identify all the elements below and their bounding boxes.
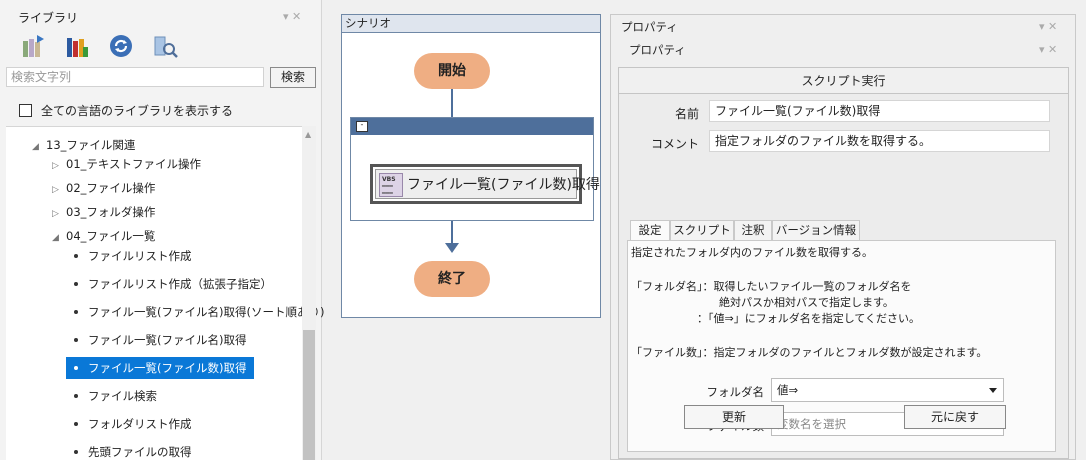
- tree-leaf-item[interactable]: ファイル一覧(ファイル名)取得(ソート順あり): [74, 303, 324, 321]
- bullet-icon: [74, 309, 78, 314]
- description-line: 絶対パスか相対パスで指定します。: [631, 296, 894, 309]
- tree-leaf-item[interactable]: ファイル一覧(ファイル名)取得: [74, 331, 246, 349]
- search-library-icon[interactable]: [152, 33, 178, 59]
- properties-header: スクリプト実行: [619, 68, 1068, 94]
- tree-leaf-item[interactable]: ファイル検索: [74, 387, 157, 405]
- library-import-icon[interactable]: [20, 33, 46, 59]
- folder-name-label: フォルダ名: [706, 385, 765, 399]
- end-node[interactable]: 終了: [414, 261, 490, 297]
- group-block[interactable]: - VBS━━━━━━ ファイル一覧(ファイル数)取得: [350, 117, 600, 221]
- name-field[interactable]: ファイル一覧(ファイル数)取得: [709, 100, 1050, 122]
- properties-inner-title: プロパティ: [629, 43, 686, 57]
- start-node[interactable]: 開始: [414, 53, 490, 89]
- update-button[interactable]: 更新: [684, 405, 784, 429]
- panel-menu-icon[interactable]: ▾ ✕: [1039, 43, 1058, 56]
- flow-connector: [451, 89, 453, 117]
- search-input[interactable]: [6, 67, 264, 87]
- flow-connector: [451, 221, 453, 245]
- refresh-icon[interactable]: [108, 33, 134, 59]
- collapsed-arrow-icon: ▷: [52, 161, 59, 171]
- chevron-down-icon: [989, 388, 997, 393]
- library-panel: ライブラリ ▾ ✕ 検索 全ての言語のライブラリを表示する ◢13_ファイル関連…: [0, 0, 324, 460]
- bullet-icon: [74, 449, 78, 454]
- tree-node-folder[interactable]: ▷01_テキストファイル操作: [52, 155, 201, 175]
- tree-scrollbar-thumb[interactable]: [303, 330, 315, 460]
- tab-settings[interactable]: 設定: [630, 220, 670, 241]
- tab-annotation[interactable]: 注釈: [734, 220, 772, 240]
- flow-arrow-icon: [445, 243, 459, 253]
- bullet-icon: [74, 393, 78, 398]
- file-count-placeholder: 変数名を選択: [777, 417, 846, 431]
- scroll-up-arrow-icon[interactable]: ▲: [305, 130, 312, 139]
- bullet-icon: [74, 421, 78, 426]
- properties-body: スクリプト実行 名前 ファイル一覧(ファイル数)取得 コメント 指定フォルダのフ…: [618, 67, 1069, 459]
- script-step-inner: VBS━━━━━━ ファイル一覧(ファイル数)取得: [375, 169, 600, 199]
- panel-menu-icon[interactable]: ▾ ✕: [1039, 20, 1058, 33]
- bullet-icon: [74, 337, 78, 342]
- tree-leaf-item[interactable]: ファイルリスト作成（拡張子指定）: [74, 275, 272, 293]
- search-button[interactable]: 検索: [270, 67, 316, 88]
- folder-name-value: 値⇒: [777, 383, 799, 397]
- properties-panel: プロパティ ▾ ✕ プロパティ ▾ ✕ スクリプト実行 名前 ファイル一覧(ファ…: [610, 14, 1076, 460]
- tab-script[interactable]: スクリプト: [670, 220, 734, 240]
- tree-node-folder[interactable]: ▷02_ファイル操作: [52, 179, 155, 199]
- library-books-icon[interactable]: [64, 33, 90, 59]
- bullet-icon: [74, 365, 78, 370]
- script-step-node[interactable]: VBS━━━━━━ ファイル一覧(ファイル数)取得: [370, 164, 600, 204]
- tree-node-root[interactable]: ◢13_ファイル関連: [32, 136, 135, 156]
- vbs-tag: VBS: [382, 176, 396, 183]
- panel-menu-icon[interactable]: ▾ ✕: [283, 10, 302, 23]
- expanded-arrow-icon: ◢: [52, 233, 59, 243]
- tree-node-folder[interactable]: ▷03_フォルダ操作: [52, 203, 155, 223]
- collapse-icon[interactable]: -: [356, 121, 368, 132]
- expanded-arrow-icon: ◢: [32, 142, 39, 152]
- scenario-title: シナリオ: [342, 15, 600, 33]
- scenario-panel: シナリオ 開始 - VBS━━━━━━ ファイル一覧(ファイル数)取得 終了: [341, 14, 601, 318]
- group-header: -: [351, 118, 593, 135]
- comment-field[interactable]: 指定フォルダのファイル数を取得する。: [709, 130, 1050, 152]
- all-languages-label: 全ての言語のライブラリを表示する: [41, 104, 234, 118]
- bullet-icon: [74, 281, 78, 286]
- description-line: ：「値⇒」にフォルダ名を指定してください。: [631, 312, 921, 325]
- collapsed-arrow-icon: ▷: [52, 209, 59, 219]
- properties-outer-title: プロパティ: [621, 20, 678, 34]
- tree-node-open-folder[interactable]: ◢04_ファイル一覧: [52, 227, 155, 247]
- comment-label: コメント: [650, 137, 699, 151]
- library-title: ライブラリ: [18, 11, 79, 25]
- description-line: 「ファイル数」：指定フォルダのファイルとフォルダ数が設定されます。: [631, 346, 988, 359]
- name-label: 名前: [674, 107, 699, 121]
- tree-leaf-item[interactable]: 先頭ファイルの取得: [74, 443, 192, 460]
- bullet-icon: [74, 253, 78, 258]
- tree-leaf-item[interactable]: ファイルリスト作成: [74, 247, 192, 265]
- all-languages-checkbox[interactable]: [19, 104, 32, 117]
- collapsed-arrow-icon: ▷: [52, 185, 59, 195]
- description-line: 「フォルダ名」：取得したいファイル一覧のフォルダ名を: [631, 280, 912, 293]
- script-step-label: ファイル一覧(ファイル数)取得: [407, 177, 600, 193]
- folder-name-select[interactable]: 値⇒: [771, 378, 1004, 402]
- description-line: 指定されたフォルダ内のファイル数を取得する。: [631, 246, 873, 259]
- tree-leaf-item-selected[interactable]: ファイル一覧(ファイル数)取得: [66, 357, 255, 379]
- tree-leaf-item[interactable]: フォルダリスト作成: [74, 415, 192, 433]
- vbs-script-icon: VBS━━━━━━: [379, 173, 403, 197]
- revert-button[interactable]: 元に戻す: [904, 405, 1006, 429]
- library-tree: ◢13_ファイル関連 ▷01_テキストファイル操作 ▷02_ファイル操作 ▷03…: [6, 126, 324, 460]
- tab-version-info[interactable]: バージョン情報: [772, 220, 860, 240]
